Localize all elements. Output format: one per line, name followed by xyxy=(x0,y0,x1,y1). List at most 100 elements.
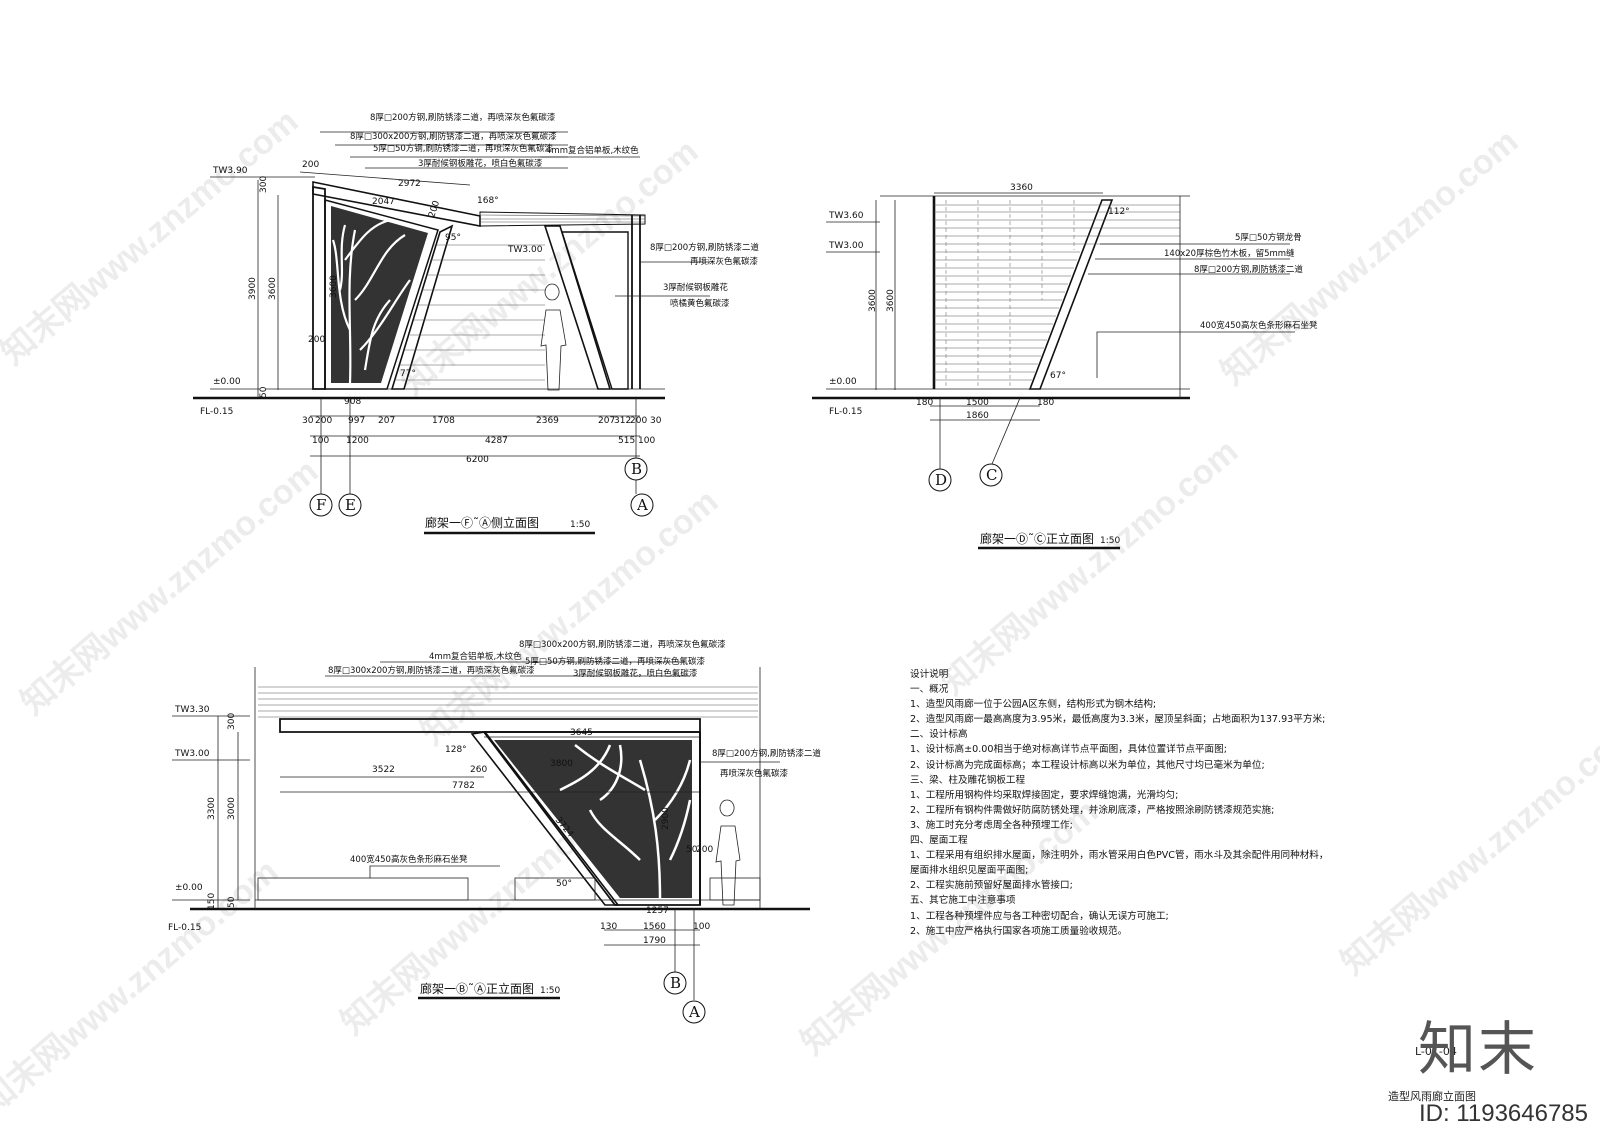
slatted-wall xyxy=(396,244,545,381)
column xyxy=(312,185,326,390)
svg-text:B: B xyxy=(631,460,642,478)
svg-text:FL-0.15: FL-0.15 xyxy=(829,407,862,417)
svg-text:200: 200 xyxy=(696,845,713,855)
svg-text:400宽450高灰色条形麻石坐凳: 400宽450高灰色条形麻石坐凳 xyxy=(1200,320,1318,331)
vertical-dimensions: 300 3300 3000 150 50 xyxy=(207,713,239,910)
svg-text:50: 50 xyxy=(686,845,698,855)
grid-axes: F E B A xyxy=(309,398,654,517)
roof-slats xyxy=(479,214,646,223)
svg-text:140x20厚棕色竹木板，留5mm缝: 140x20厚棕色竹木板，留5mm缝 xyxy=(1164,248,1295,259)
elevation-label: TW3.90 xyxy=(212,166,248,176)
svg-text:3600: 3600 xyxy=(868,289,878,312)
elevation-markers: TW3.60 TW3.00 ±0.00 FL-0.15 xyxy=(826,211,880,417)
hidden-lines xyxy=(945,200,1075,389)
svg-text:1790: 1790 xyxy=(643,936,666,946)
stone-bench xyxy=(257,877,469,901)
svg-text:77°: 77° xyxy=(400,369,416,379)
bamboo-slats xyxy=(934,204,1180,381)
elevation-label: ±0.00 xyxy=(213,377,241,387)
svg-text:8厚□200方钢,刷防锈漆二道，再喷深灰色氟碳漆: 8厚□200方钢,刷防锈漆二道，再喷深灰色氟碳漆 xyxy=(370,112,556,123)
svg-text:180: 180 xyxy=(1037,398,1054,408)
svg-text:A: A xyxy=(636,496,648,514)
grid-bubble-A xyxy=(682,1000,706,1024)
design-notes-line: 3、施工时充分考虑周全各种预埋工作; xyxy=(910,819,1073,831)
grid-bubble-A xyxy=(630,493,654,517)
design-notes: 设计说明 一、概况 1、造型风雨廊一位于公园A区东侧，结构形式为钢木结构; 2、… xyxy=(910,667,1340,939)
carved-panel-frame xyxy=(324,199,439,390)
svg-text:207: 207 xyxy=(378,416,395,426)
drawing-front-elevation-dc: TW3.60 TW3.00 ±0.00 FL-0.15 3600 3600 xyxy=(812,183,1318,550)
svg-text:1560: 1560 xyxy=(643,922,666,932)
svg-text:8厚□300x200方钢,刷防锈漆二道，再喷深灰色氟碳漆: 8厚□300x200方钢,刷防锈漆二道，再喷深灰色氟碳漆 xyxy=(519,639,726,650)
design-notes-line: 屋面排水组织见屋面平面图; xyxy=(910,865,1029,877)
top-dimensions: 200 2972 2047 168° 200 95° 3600 200 77° … xyxy=(299,160,499,407)
drawing-title: 廊架一Ⓑ˜Ⓐ正立面图 xyxy=(420,981,534,996)
svg-text:128°: 128° xyxy=(445,745,467,755)
grid-bubble-D xyxy=(928,468,952,492)
svg-text:515: 515 xyxy=(618,436,635,446)
design-notes-line: 五、其它施工中注意事项 xyxy=(910,895,1016,907)
svg-text:±0.00: ±0.00 xyxy=(175,883,203,893)
svg-text:8厚□300x200方钢,刷防锈漆二道，再喷深灰色氟碳漆: 8厚□300x200方钢,刷防锈漆二道，再喷深灰色氟碳漆 xyxy=(350,131,557,142)
svg-text:300: 300 xyxy=(259,176,269,193)
design-notes-line: 一、概况 xyxy=(910,684,949,696)
dimension: 3360 xyxy=(1010,183,1033,193)
svg-text:1708: 1708 xyxy=(432,416,455,426)
dimensions: 3645 3522 260 7782 3800 128° 3724 2900 5… xyxy=(280,728,713,916)
tree-branch-pattern-icon xyxy=(494,740,692,898)
svg-text:200: 200 xyxy=(308,335,325,345)
svg-text:再喷深灰色氟碳漆: 再喷深灰色氟碳漆 xyxy=(720,768,789,779)
elevation-label: TW3.00 xyxy=(507,245,543,255)
svg-text:300: 300 xyxy=(227,713,237,730)
svg-text:908: 908 xyxy=(344,397,361,407)
sheet-label: 造型风雨廊立面图 xyxy=(1388,1090,1476,1103)
drawing-title: 廊架一Ⓕ˜Ⓐ侧立面图 xyxy=(425,515,539,530)
svg-text:997: 997 xyxy=(348,416,365,426)
svg-text:±0.00: ±0.00 xyxy=(829,377,857,387)
svg-text:2972: 2972 xyxy=(398,179,421,189)
svg-text:2047: 2047 xyxy=(372,197,395,207)
svg-text:50: 50 xyxy=(259,386,269,398)
svg-text:3厚耐候钢板雕花，喷白色氟碳漆: 3厚耐候钢板雕花，喷白色氟碳漆 xyxy=(573,668,698,679)
svg-text:400宽450高灰色条形麻石坐凳: 400宽450高灰色条形麻石坐凳 xyxy=(350,854,468,865)
grid-bubble-F xyxy=(309,493,333,517)
svg-text:5厚□50方钢,刷防锈漆二道，再喷深灰色氟碳漆: 5厚□50方钢,刷防锈漆二道，再喷深灰色氟碳漆 xyxy=(373,143,553,154)
grid-axes: B A xyxy=(663,909,706,1024)
design-notes-line: 二、设计标高 xyxy=(910,729,968,741)
leader-notes: 8厚□200方钢,刷防锈漆二道，再喷深灰色氟碳漆 8厚□300x200方钢,刷防… xyxy=(320,112,759,309)
drawing-scale: 1:50 xyxy=(540,986,560,996)
svg-text:TW3.00: TW3.00 xyxy=(828,241,864,251)
svg-text:C: C xyxy=(986,466,997,484)
svg-text:95°: 95° xyxy=(445,233,461,243)
svg-text:150: 150 xyxy=(207,893,217,910)
svg-text:50°: 50° xyxy=(556,879,572,889)
design-notes-line: 四、屋面工程 xyxy=(910,835,968,847)
svg-text:30: 30 xyxy=(650,416,662,426)
svg-text:3900: 3900 xyxy=(248,277,258,300)
svg-text:112°: 112° xyxy=(1108,207,1130,217)
svg-text:D: D xyxy=(935,471,947,489)
design-notes-line: 1、造型风雨廊一位于公园A区东侧，结构形式为钢木结构; xyxy=(910,699,1157,711)
brand-logo: 知末 xyxy=(1417,1015,1538,1083)
svg-text:3800: 3800 xyxy=(550,759,573,769)
design-notes-line: 2、工程实施前预留好屋面排水管接口; xyxy=(910,880,1073,892)
svg-text:3厚耐候钢板雕花，喷白色氟碳漆: 3厚耐候钢板雕花，喷白色氟碳漆 xyxy=(418,158,543,169)
svg-text:7782: 7782 xyxy=(452,781,475,791)
person-silhouette-icon xyxy=(540,283,567,391)
svg-text:3600: 3600 xyxy=(268,277,278,300)
design-notes-line: 2、施工中应严格执行国家各项施工质量验收规范。 xyxy=(910,925,1128,937)
svg-text:4mm复合铝单板,木纹色: 4mm复合铝单板,木纹色 xyxy=(429,651,522,662)
svg-text:100: 100 xyxy=(638,436,655,446)
vertical-dimensions: 3600 3600 xyxy=(868,200,896,390)
drawing-scale: 1:50 xyxy=(570,520,590,530)
design-notes-line: 2、工程所有钢构件需做好防腐防锈处理，并涂刷底漆，严格按照涂刷防锈漆规范实施; xyxy=(910,804,1275,816)
bottom-dimensions: 180 1500 180 1860 xyxy=(916,398,1054,421)
grid-bubble-C xyxy=(979,463,1003,487)
person-silhouette-icon xyxy=(715,799,741,906)
inclined-column xyxy=(390,224,454,390)
svg-text:207: 207 xyxy=(598,416,615,426)
svg-text:8厚□200方钢,刷防锈漆二道: 8厚□200方钢,刷防锈漆二道 xyxy=(712,748,821,759)
id-badge: ID: 1193646785 xyxy=(1418,1100,1588,1127)
vertical-dimensions: 300 3900 3600 50 xyxy=(248,176,279,398)
